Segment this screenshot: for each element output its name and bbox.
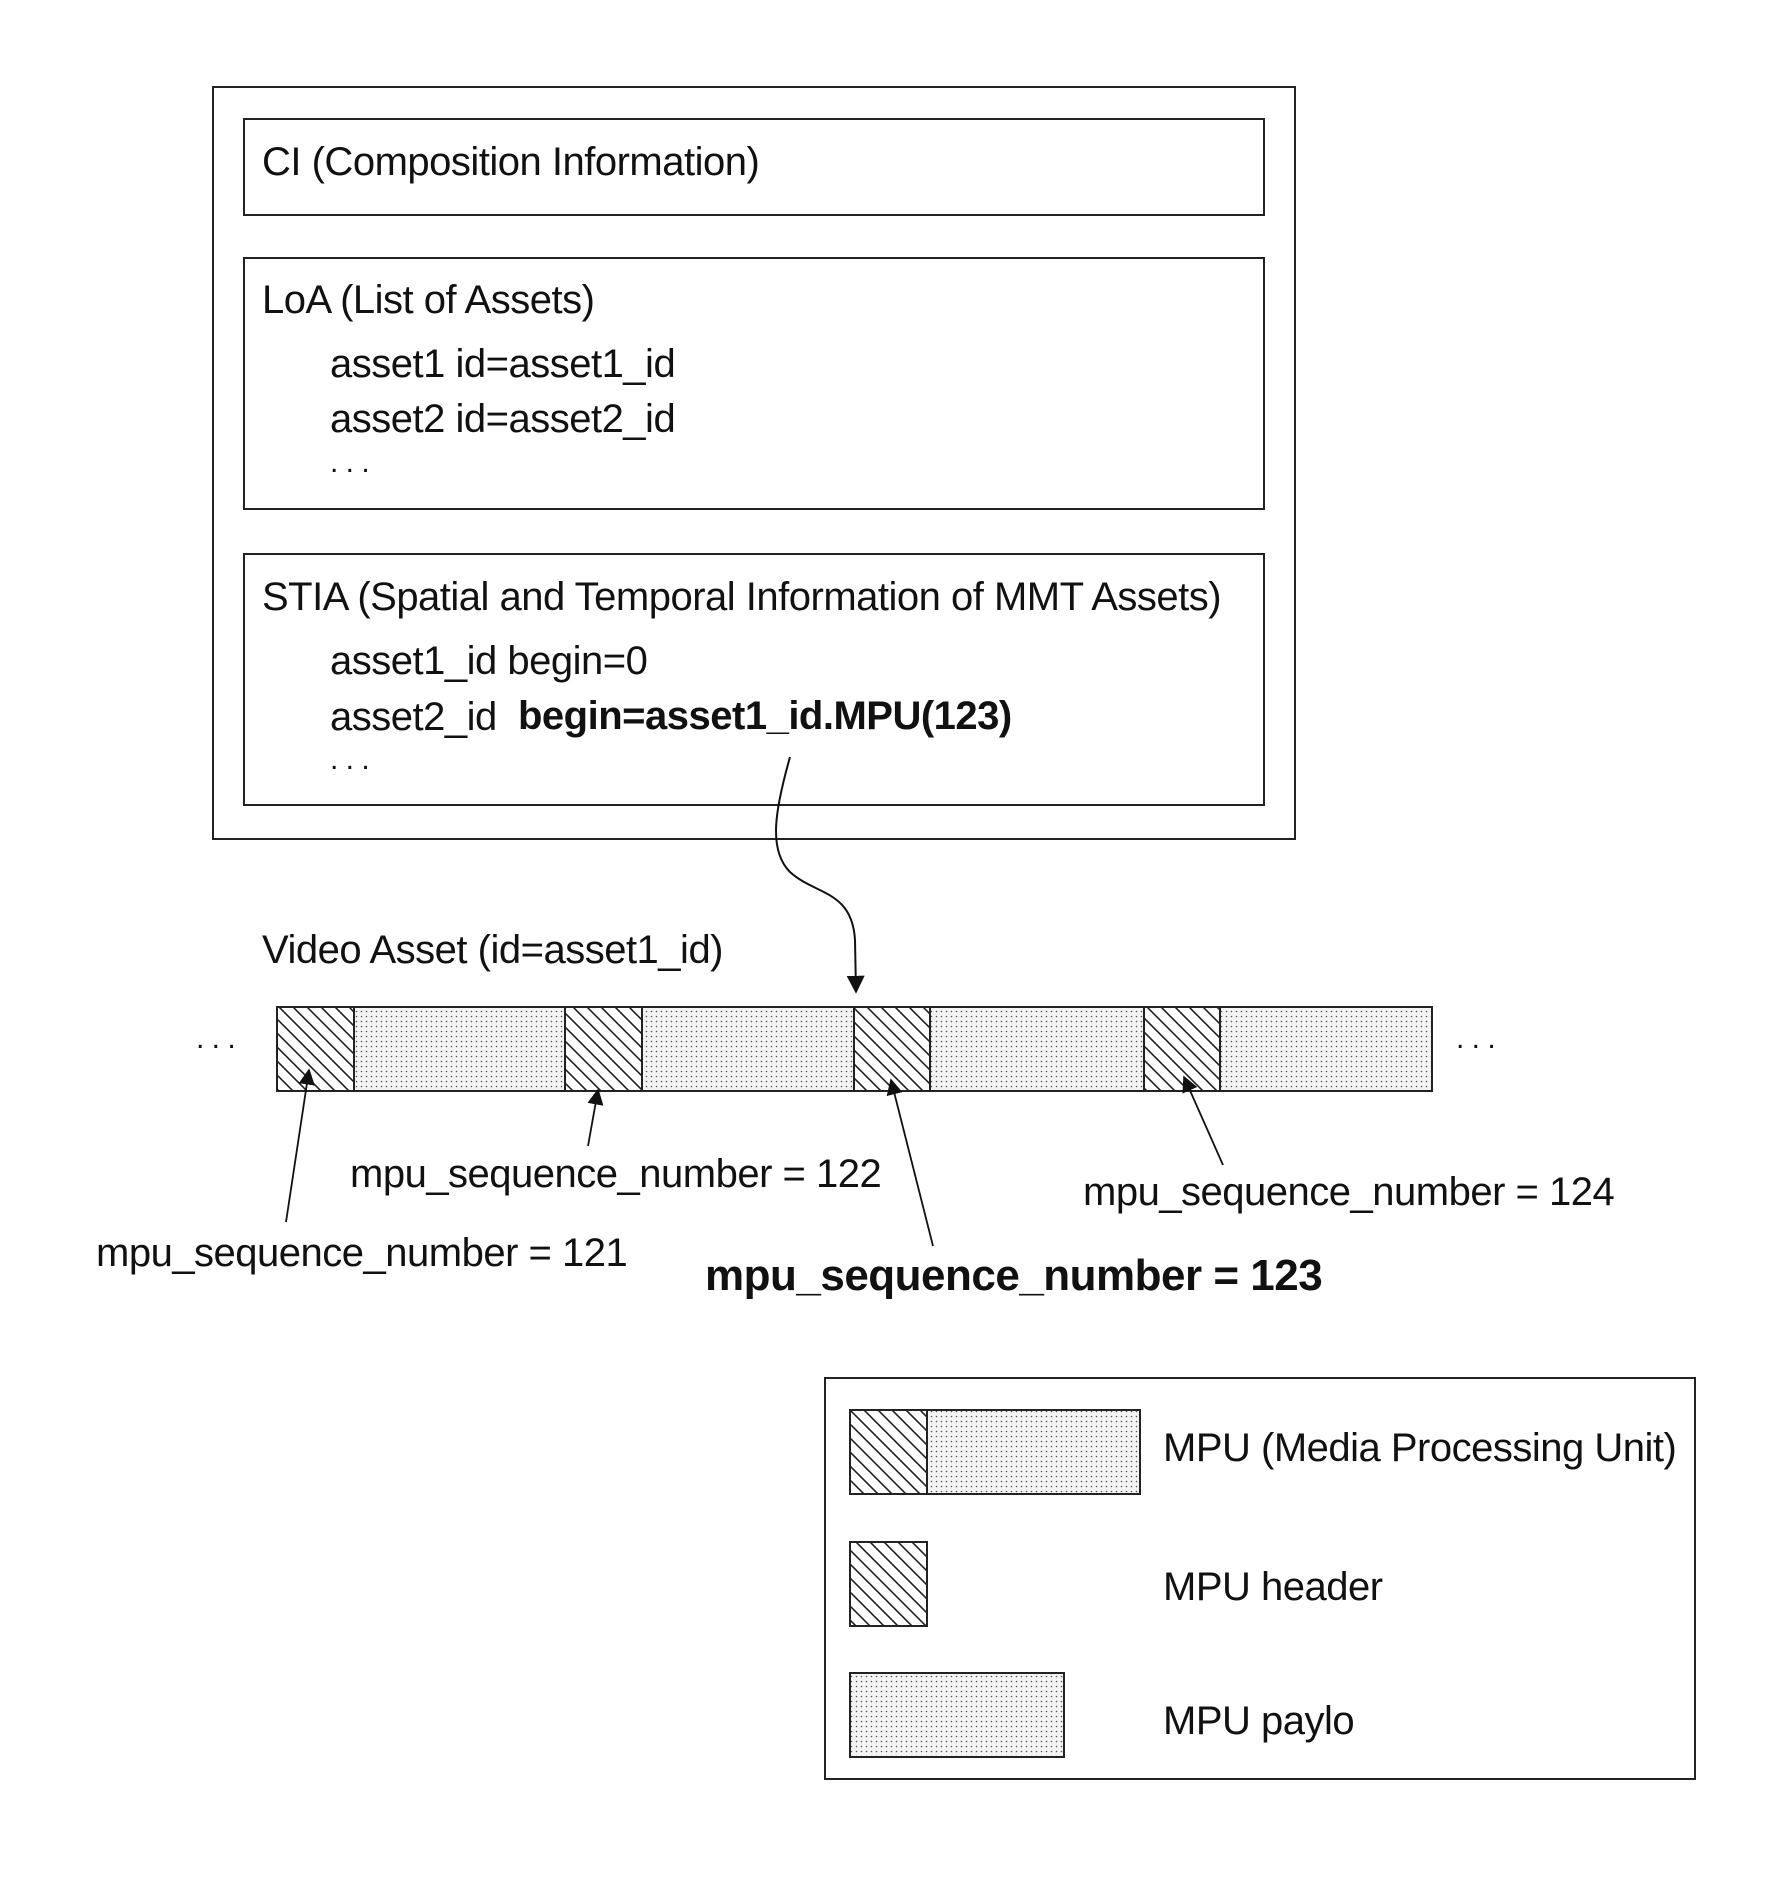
arrow-123 — [891, 1080, 933, 1246]
arrow-121 — [286, 1070, 309, 1222]
mpu-123-payload — [930, 1007, 1144, 1091]
mpu-121-payload — [354, 1007, 565, 1091]
reference-arrow — [776, 757, 856, 992]
mpu-124-header — [1144, 1007, 1220, 1091]
arrow-122 — [588, 1090, 598, 1146]
mpu-122-header — [565, 1007, 642, 1091]
legend-mpu-swatch — [850, 1410, 1140, 1494]
mpu-122-payload — [642, 1007, 854, 1091]
mpu-123-header — [854, 1007, 930, 1091]
legend-payload-swatch — [850, 1673, 1064, 1757]
mpu-121-header — [277, 1007, 354, 1091]
legend-header-swatch — [850, 1542, 927, 1626]
mpu-124-payload — [1220, 1007, 1432, 1091]
mpu-strip — [277, 1007, 1432, 1091]
